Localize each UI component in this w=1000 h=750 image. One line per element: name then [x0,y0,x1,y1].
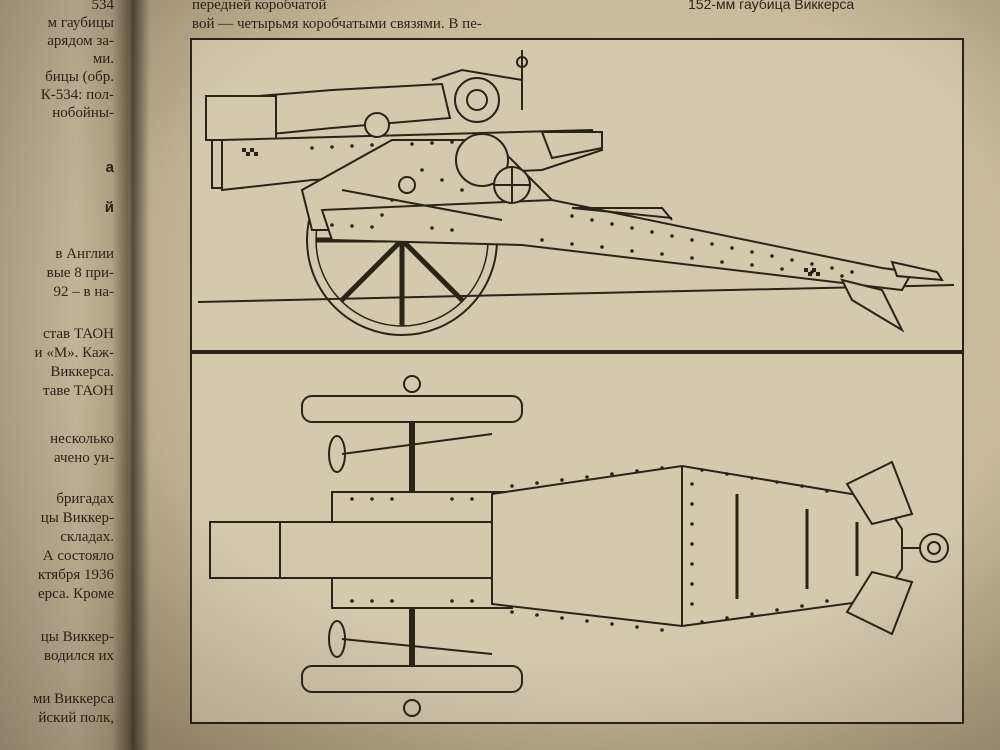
left-page-line: ктября 1936 [37,567,114,583]
left-page-line: бригадах [56,491,114,507]
plan-view-drawing [190,352,964,724]
left-page-line: ми. [92,51,114,67]
spade [840,278,905,333]
muzzle-top [209,521,281,579]
trail-box [491,464,903,628]
traverse-rod [341,189,503,221]
left-page-line: в Англии [55,246,114,262]
muzzle-block [205,95,277,141]
spade-bottom [845,570,914,636]
spade-top [845,460,914,526]
left-page-line: а [105,159,114,176]
left-page-line: 92 – в на- [53,284,114,300]
left-page-line: ерса. Кроме [37,586,114,602]
wheel-top [301,395,523,423]
left-page-line: складах. [60,529,114,545]
ground-line [197,284,955,303]
top-line-1: передней коробчатой [192,0,327,13]
left-page-line: таве ТАОН [43,383,114,399]
left-page-line: Виккерса. [50,364,114,380]
rivets-side [310,140,854,278]
left-page-text: 534 м гаубицы арядом за-ми. бицы (обр. К-534… [0,0,122,750]
side-elevation-drawing [190,38,964,352]
left-page-line: цы Виккер- [40,629,114,645]
left-page-line: ачено уи- [53,450,114,466]
left-page-line: бицы (обр. [45,69,114,85]
tail-handle [890,260,944,282]
trunnion [364,112,390,138]
left-page-line: водился их [43,648,114,664]
wheel-bottom [301,665,523,693]
left-page-line: и «М». Каж- [34,345,114,361]
figure-caption: 152-мм гаубица Виккерса [688,0,855,12]
left-page-line: й [104,199,114,216]
top-paragraph: передней коробчатой вой — четырьмя короб… [192,0,482,34]
left-page-line: арядом за- [47,33,114,49]
left-page [0,0,128,750]
left-page-line: нобойны- [52,105,114,121]
left-page-line: м гаубицы [47,15,114,31]
left-page-line: А состояло [42,548,114,564]
rivets-plan [350,466,829,632]
top-line-2: вой — четырьмя коробчатыми связями. В пе… [192,16,482,32]
left-page-line: К-534: пол- [40,87,114,103]
towing-eye [919,533,949,563]
left-page-line: цы Виккер- [40,510,114,526]
left-page-line: несколько [50,431,114,447]
left-page-line: став ТАОН [42,326,114,342]
left-page-line: йский полк, [38,710,114,726]
left-page-line: вые 8 при- [46,265,114,281]
book-gutter [112,0,150,750]
elevating-gear [454,77,500,123]
left-page-line: ми Виккерса [32,691,114,707]
plan-view-svg [209,375,949,717]
left-page-line: 534 [91,0,115,13]
equilibrator-drum [455,133,509,187]
side-view-svg [197,50,955,336]
